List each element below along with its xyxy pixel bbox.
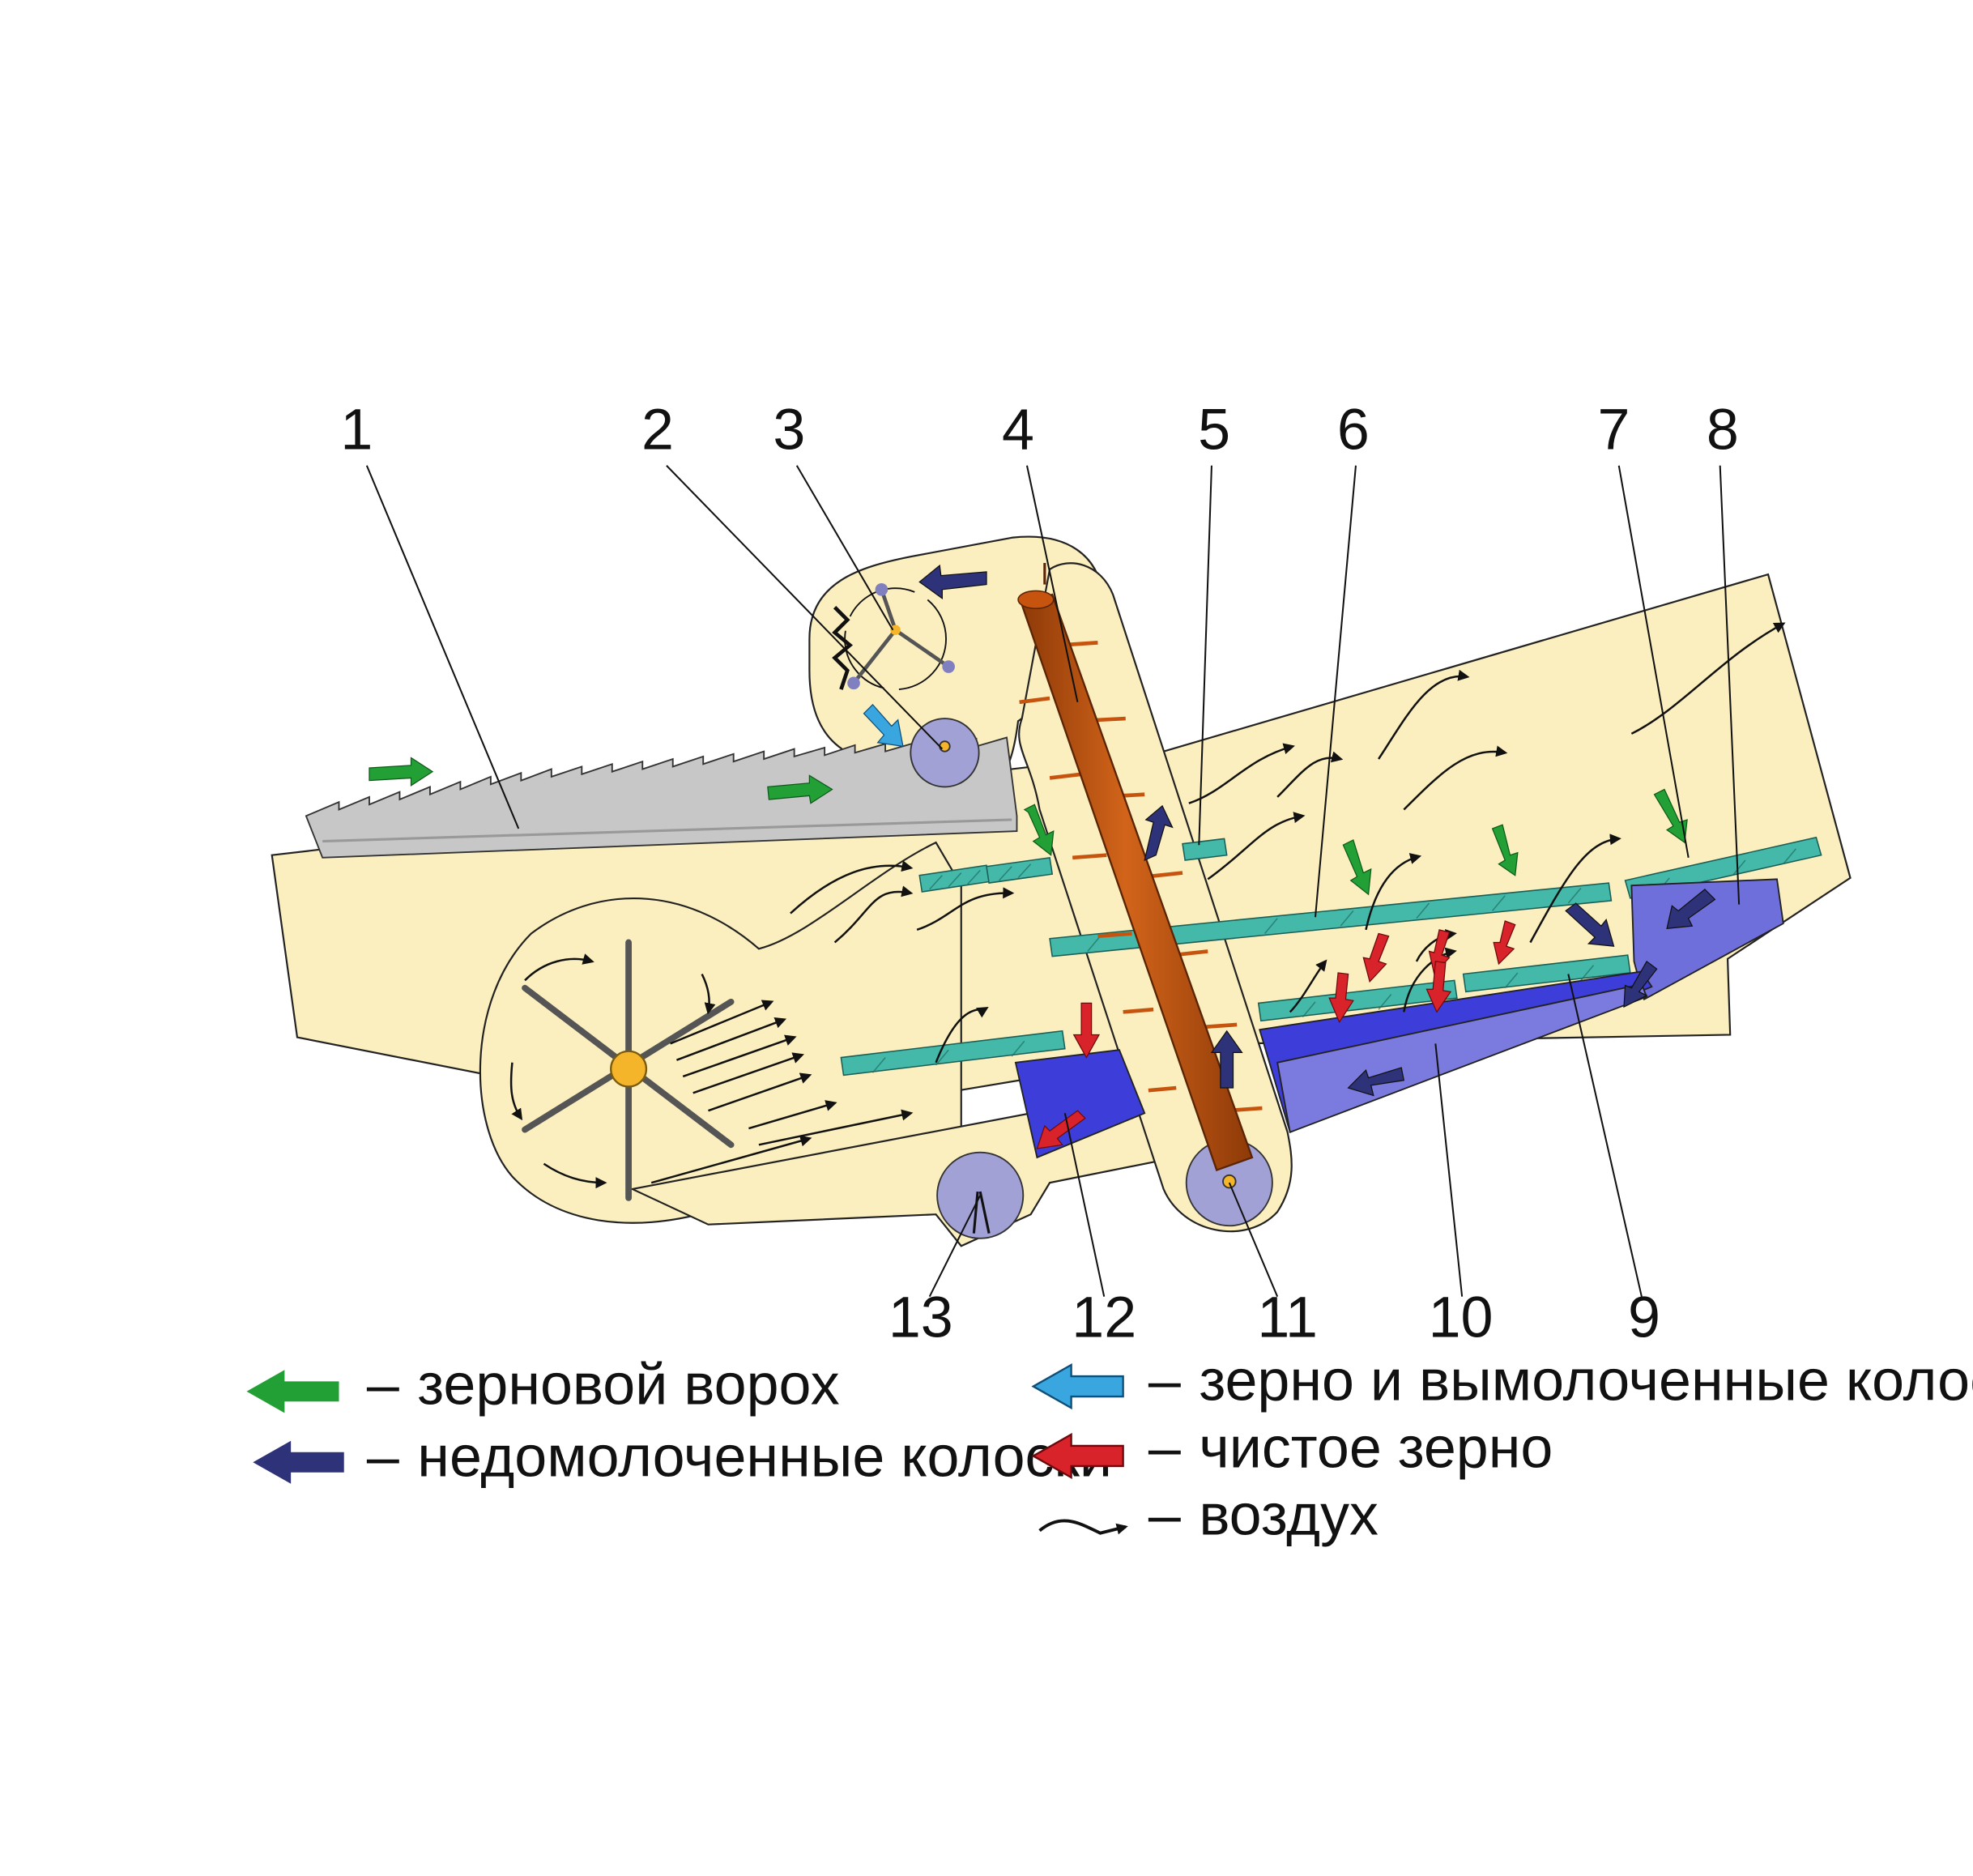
callout-11: 11 — [1257, 1285, 1318, 1350]
legend-dash: – — [1148, 1349, 1181, 1413]
callout-13: 13 — [888, 1285, 953, 1350]
legend-item-clean-grain: – чистое зерно — [1031, 1416, 1553, 1481]
legend-item-grain-heap: – зерновой ворох — [246, 1352, 840, 1417]
callout-7: 7 — [1598, 397, 1630, 462]
navy-arrow-icon — [253, 1440, 344, 1484]
fan-rotor — [522, 939, 735, 1201]
callout-9: 9 — [1628, 1285, 1660, 1350]
legend-item-grain-and-ears: – зерно и вымолоченные колоски — [1031, 1349, 1973, 1413]
callout-1: 1 — [340, 397, 373, 462]
legend-dash: – — [1148, 1482, 1181, 1547]
callout-10: 10 — [1429, 1285, 1494, 1350]
air-flow-icon — [1038, 1519, 1128, 1535]
legend-dash: – — [367, 1352, 399, 1417]
legend-dash: – — [1148, 1416, 1181, 1481]
legend-item-air: – воздух — [1038, 1482, 1379, 1547]
troughs — [1014, 878, 1784, 1159]
upper-sieve-5 — [1182, 838, 1228, 861]
callout-2: 2 — [641, 397, 674, 462]
green-arrow-icon — [246, 1370, 339, 1413]
blue-arrows — [863, 703, 904, 748]
rotor-3 — [832, 582, 955, 691]
legend-label: зерновой ворох — [417, 1352, 839, 1417]
clean-grain-trough-10-light — [1276, 983, 1648, 1133]
lower-sieve-front — [840, 1030, 1066, 1077]
callout-8: 8 — [1707, 397, 1739, 462]
navy-arrows — [918, 564, 1716, 1097]
legend: – зерновой ворох – недомолоченные колоск… — [246, 1349, 1973, 1547]
legend-label: зерно и вымолоченные колоски — [1199, 1349, 1973, 1413]
legend-dash: – — [367, 1424, 399, 1489]
legend-item-unthreshed: – недомолоченные колоски — [253, 1424, 1112, 1489]
callout-numbers: 1 2 3 4 5 6 7 8 9 10 11 12 13 — [340, 397, 1738, 1349]
callout-12: 12 — [1072, 1285, 1136, 1350]
callout-5: 5 — [1198, 397, 1230, 462]
legend-label: воздух — [1199, 1482, 1379, 1547]
red-arrow-icon — [1031, 1432, 1124, 1480]
tailings-trough-8 — [1630, 878, 1784, 1001]
auger-2 — [910, 718, 980, 788]
upper-sieve-6 — [1049, 882, 1613, 957]
red-arrows — [1036, 920, 1516, 1149]
leader-lines — [365, 465, 1741, 1298]
blue-arrow-icon — [1031, 1363, 1124, 1410]
callout-6: 6 — [1337, 397, 1370, 462]
callout-3: 3 — [773, 397, 805, 462]
callout-4: 4 — [1002, 397, 1034, 462]
air-flow-arrows — [790, 622, 1786, 1064]
legend-label: чистое зерно — [1199, 1416, 1553, 1481]
green-arrows — [369, 757, 1688, 896]
elevator — [1017, 563, 1263, 1172]
fan-air-streaks — [509, 953, 914, 1189]
legend-label: недомолоченные колоски — [417, 1424, 1112, 1489]
